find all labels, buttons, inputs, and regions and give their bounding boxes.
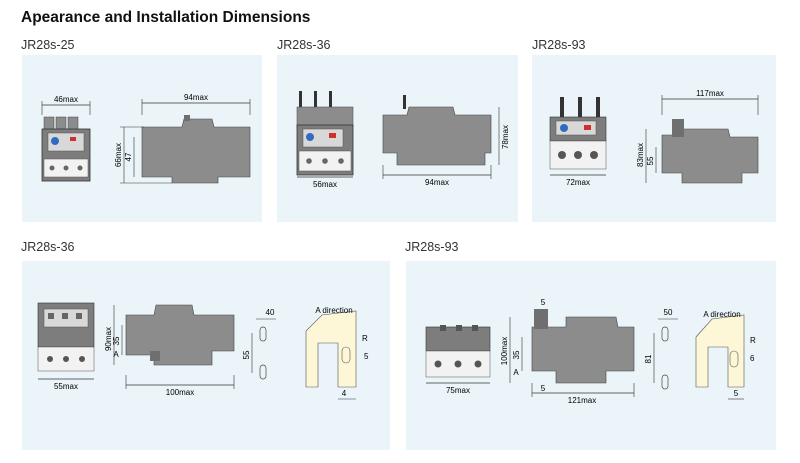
page-title: Apearance and Installation Dimensions [21,9,311,26]
diagram-jr28s-93-top: 72max 117max 83max 55 [549,89,759,187]
panel-jr28s-36-bottom: 55max 100max 90max 35 A 40 55 A directio… [22,261,390,450]
dim-height: 83max [636,143,645,167]
dim-clip-width: 40 [266,308,275,317]
diagram-jr28s-36-top: 56max 94max 78max [296,91,510,189]
front-view [41,101,91,182]
panel-jr28s-36-top: 56max 94max 78max [277,55,518,222]
dim-side-length: 100max [166,388,194,397]
panel-jr28s-93-top: 72max 117max 83max 55 [532,55,776,222]
front-view [37,302,95,380]
dim-height: 90max [104,327,113,351]
clip-view [251,318,276,380]
diagram-jr28s-93-bottom: 75max 121max 100max 35 5 5 A 50 81 A [425,298,756,405]
panel-jr28s-25: 46max 94max 66max 47 [22,55,262,222]
side-view [509,309,635,397]
model-label-jr28s-36-top: JR28s-36 [277,38,331,52]
dim-clip-height: 81 [644,354,653,363]
dim-height: 100max [500,337,509,365]
dim-height: 78max [501,125,510,149]
model-label-jr28s-93-top: JR28s-93 [532,38,586,52]
side-view [382,95,500,179]
dim-front-width: 46max [54,95,78,104]
dim-front-width: 55max [54,382,78,391]
dim-side-length: 94max [184,93,208,102]
dim-mount: 35 [512,350,521,359]
dim-side-length: 117max [696,89,724,98]
dim-bottom: 5 [734,389,739,398]
front-view [425,325,491,384]
dim-side-length: 94max [425,178,449,187]
dim-radius: R [362,334,368,343]
front-view [549,97,607,176]
dim-height: 66max [114,143,123,167]
dim-clip-width: 50 [664,308,673,317]
dim-mount: 35 [112,336,121,345]
model-label-jr28s-93-bottom: JR28s-93 [405,240,459,254]
front-view [296,91,354,178]
dim-bottom-gap: 5 [541,384,546,393]
dim-a-label: A [513,368,519,377]
dim-clip-height: 55 [242,350,251,359]
side-view [120,99,251,184]
panel-jr28s-93-bottom: 75max 121max 100max 35 5 5 A 50 81 A [406,261,776,450]
dim-side-length: 121max [568,396,596,405]
dim-r-offset: 5 [364,352,369,361]
model-label-jr28s-25: JR28s-25 [21,38,75,52]
bracket-view [695,314,745,400]
side-view [645,95,759,184]
dim-bottom: 4 [342,389,347,398]
diagram-jr28s-25: 46max 94max 66max 47 [41,93,251,184]
dim-top-gap: 5 [541,298,546,307]
model-label-jr28s-36-bottom: JR28s-36 [21,240,75,254]
dim-r-offset: 6 [750,354,755,363]
dim-front-width: 75max [446,386,470,395]
dim-mount: 55 [646,156,655,165]
dim-front-width: 72max [566,178,590,187]
clip-view [653,318,678,390]
dim-radius: R [750,336,756,345]
dim-a-direction: A direction [703,310,740,319]
bracket-view [305,310,357,400]
dim-a-direction: A direction [315,306,352,315]
dim-front-width: 56max [313,180,337,189]
dim-mount: 47 [124,152,133,161]
side-view [113,304,235,389]
diagram-jr28s-36-bottom: 55max 100max 90max 35 A 40 55 A directio… [37,302,369,400]
dim-a-label: A [113,350,119,359]
